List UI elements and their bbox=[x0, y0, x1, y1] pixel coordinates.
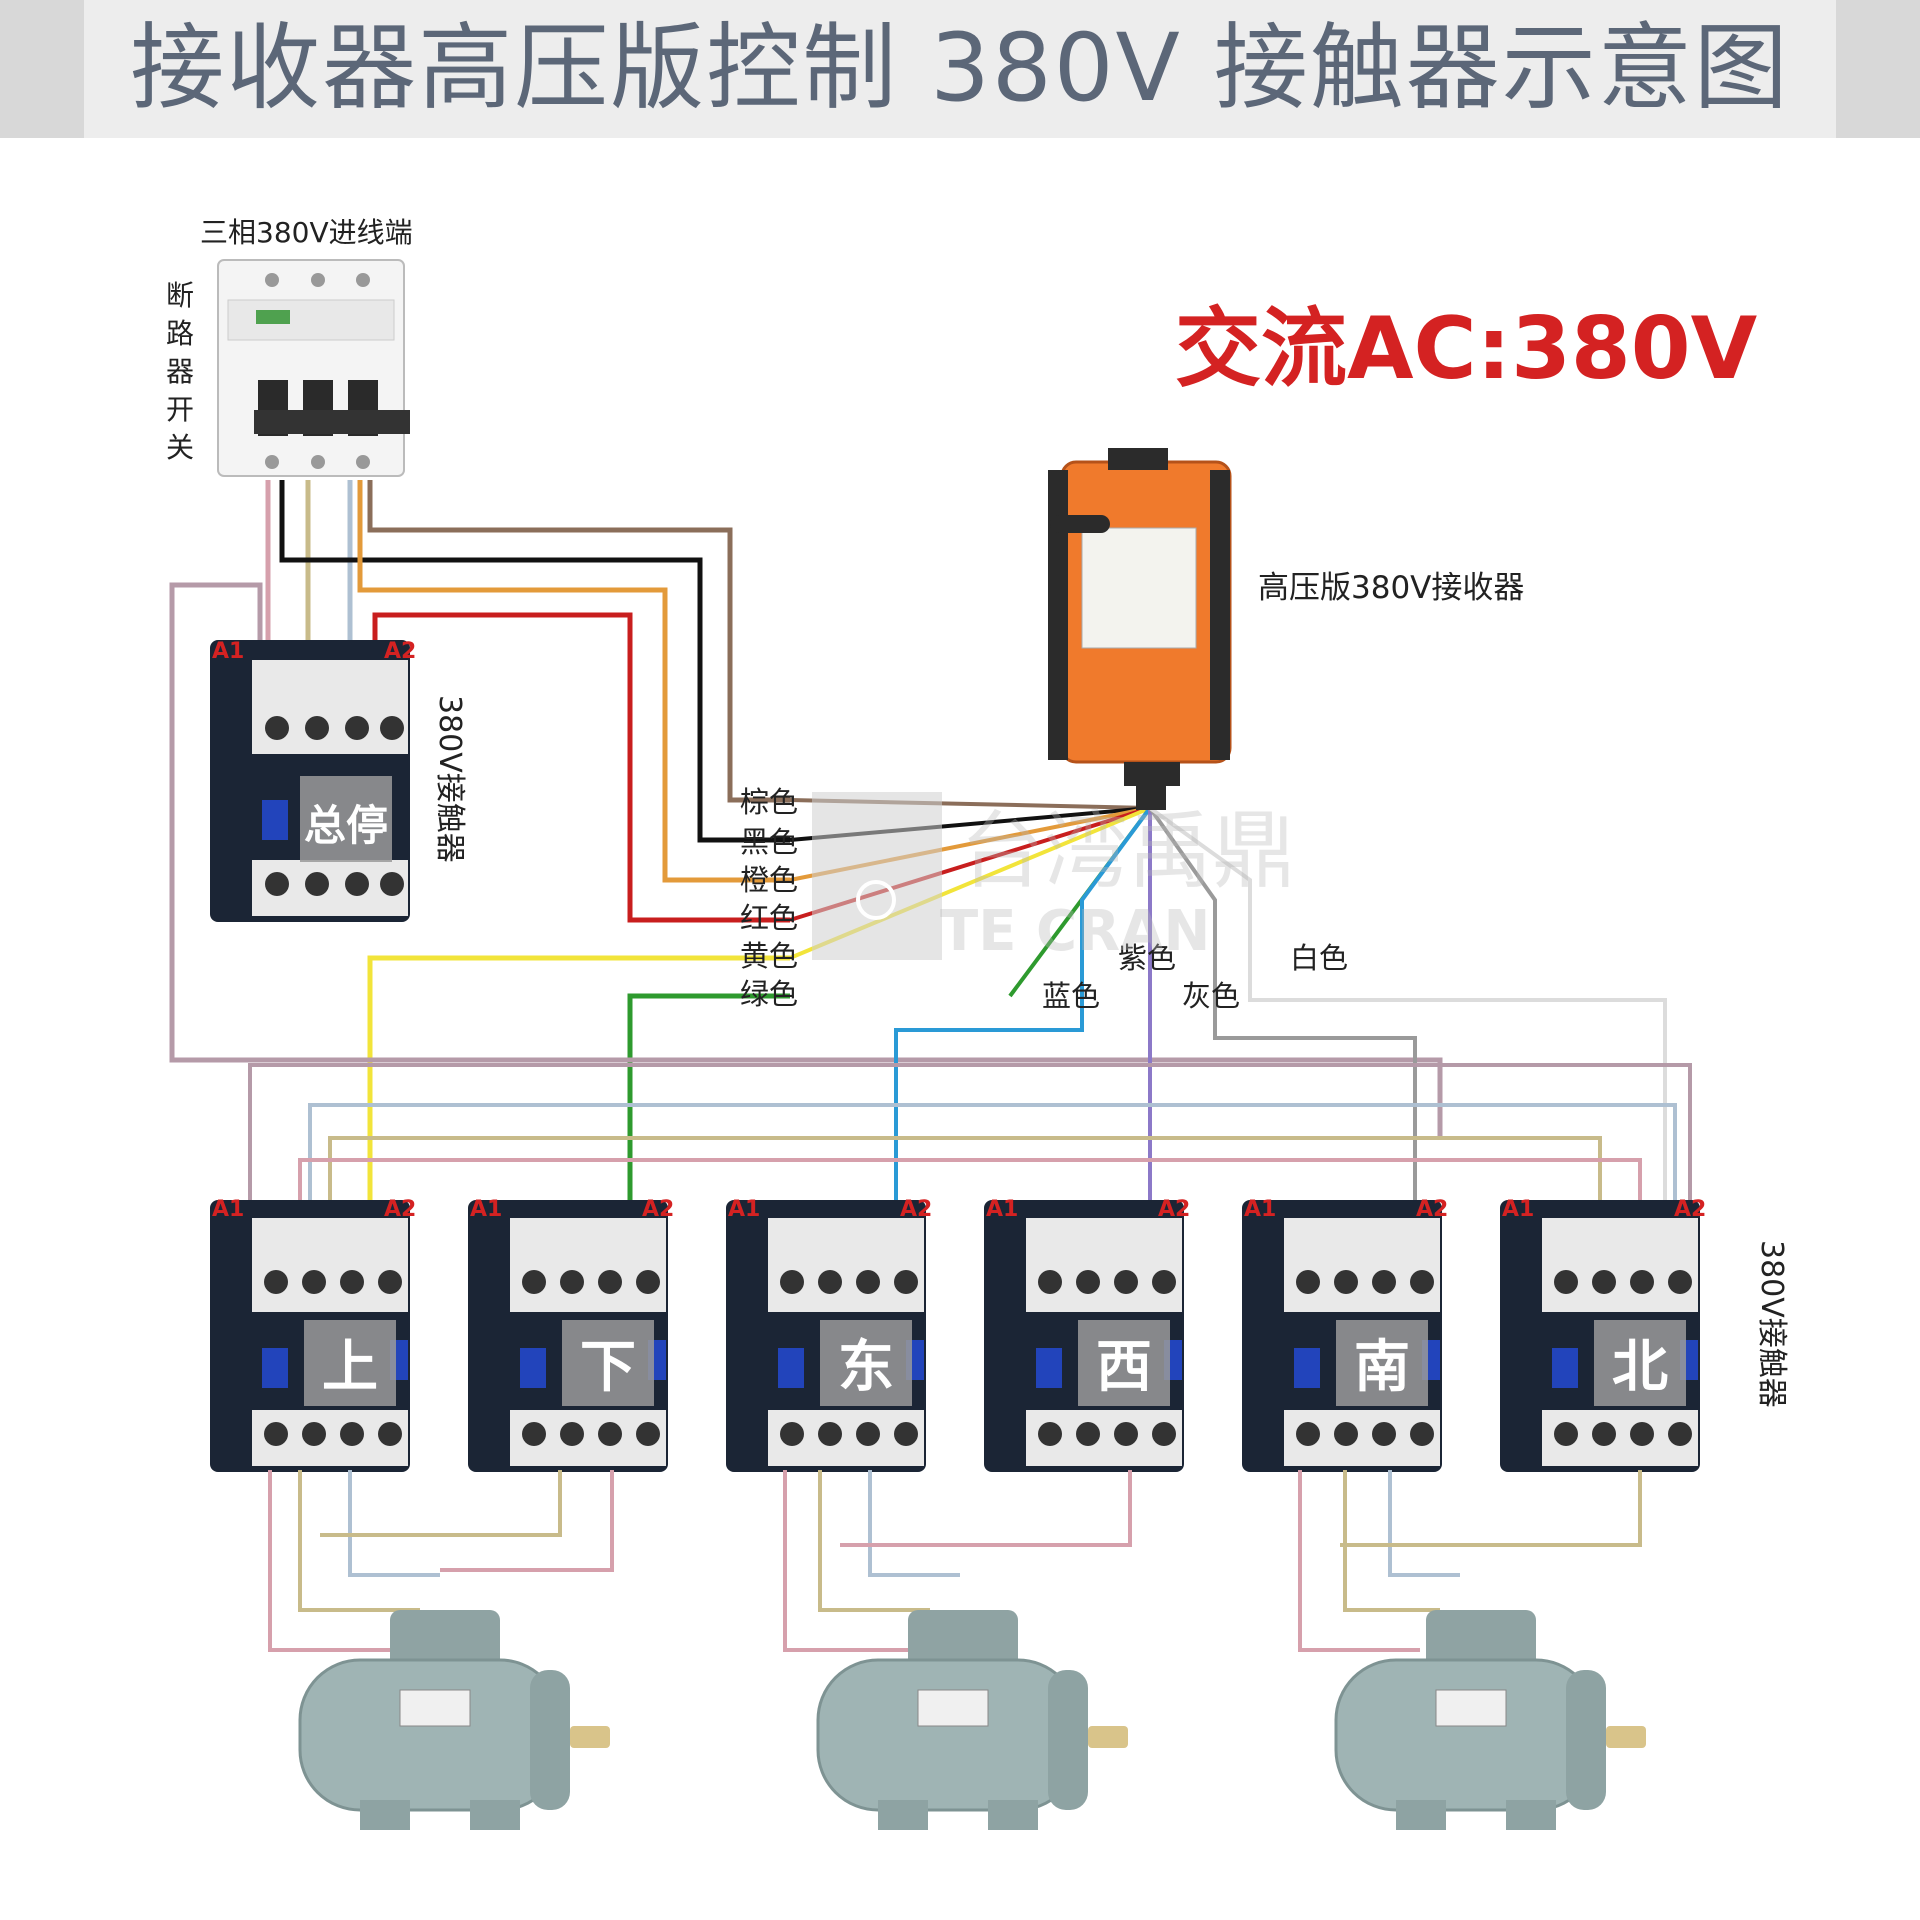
svg-text:台湾禹鼎: 台湾禹鼎 bbox=[960, 802, 1296, 900]
contactor-6: 北 A1 A2 bbox=[1500, 1197, 1706, 1472]
terminal-a1-label: A1 bbox=[212, 1197, 244, 1222]
contactor-2: 下 A1 A2 bbox=[468, 1197, 674, 1472]
svg-text:红色: 红色 bbox=[740, 901, 798, 935]
receiver-unit bbox=[1048, 448, 1232, 810]
motor-3 bbox=[1334, 1610, 1646, 1830]
terminal-a2-label: A2 bbox=[900, 1197, 932, 1222]
contactor-name: 西 bbox=[1096, 1335, 1152, 1400]
contactor-1: 上 A1 A2 bbox=[210, 1197, 416, 1472]
svg-text:黑色: 黑色 bbox=[740, 825, 798, 859]
terminal-a1-label: A1 bbox=[470, 1197, 502, 1222]
supply-wires bbox=[169, 480, 1443, 1205]
contactor-side-label-bottom: 380V接触器 bbox=[1754, 1240, 1789, 1408]
svg-text:器: 器 bbox=[166, 355, 194, 388]
motor-row bbox=[298, 1610, 1646, 1830]
svg-text:灰色: 灰色 bbox=[1182, 979, 1240, 1013]
contactor-4: 西 A1 A2 bbox=[984, 1197, 1190, 1472]
svg-text:紫色: 紫色 bbox=[1118, 941, 1176, 975]
svg-text:开: 开 bbox=[166, 393, 194, 426]
wire-color-labels-right: 紫色 白色 蓝色 灰色 bbox=[1042, 941, 1348, 1013]
svg-text:白色: 白色 bbox=[1290, 941, 1348, 975]
wire-color-labels-left: 棕色 黑色 橙色 红色 黄色 绿色 bbox=[740, 785, 798, 1011]
svg-text:蓝色: 蓝色 bbox=[1042, 979, 1100, 1013]
svg-text:路: 路 bbox=[166, 317, 194, 350]
contactor-bus-wires bbox=[248, 1063, 1692, 1200]
contactor-name: 下 bbox=[580, 1335, 636, 1400]
terminal-a1-label: A1 bbox=[728, 1197, 760, 1222]
svg-text:TE CRAN: TE CRAN bbox=[940, 899, 1210, 964]
svg-text:关: 关 bbox=[166, 431, 194, 464]
svg-text:A1: A1 bbox=[212, 639, 244, 664]
receiver-label: 高压版380V接收器 bbox=[1258, 570, 1524, 606]
svg-text:黄色: 黄色 bbox=[740, 939, 798, 973]
junction-box bbox=[812, 792, 942, 960]
master-contactor-name: 总停 bbox=[304, 801, 388, 850]
contactor-3: 东 A1 A2 bbox=[726, 1197, 932, 1472]
title-bar bbox=[0, 0, 1920, 138]
svg-text:断: 断 bbox=[166, 279, 194, 312]
contactor-5: 南 A1 A2 bbox=[1242, 1197, 1448, 1472]
terminal-a2-label: A2 bbox=[384, 1197, 416, 1222]
input-terminal-label: 三相380V进线端 bbox=[200, 216, 413, 249]
terminal-a2-label: A2 bbox=[1158, 1197, 1190, 1222]
motor-1 bbox=[298, 1610, 610, 1830]
watermark: 台湾禹鼎 TE CRAN bbox=[940, 802, 1296, 964]
svg-text:绿色: 绿色 bbox=[740, 977, 798, 1011]
terminal-a2-label: A2 bbox=[1674, 1197, 1706, 1222]
svg-text:A2: A2 bbox=[384, 639, 416, 664]
terminal-a1-label: A1 bbox=[1502, 1197, 1534, 1222]
contactor-name: 北 bbox=[1612, 1335, 1668, 1400]
contactor-side-label-top: 380V接触器 bbox=[432, 695, 467, 863]
ac-voltage-label: 交流AC:380V bbox=[1175, 299, 1758, 399]
contactor-row: 上 A1 A2 下 A1 A2 东 A1 A2 西 A1 A2 南 A1 A2 北 A1 A2 bbox=[210, 1197, 1706, 1472]
circuit-breaker bbox=[217, 259, 410, 477]
svg-text:橙色: 橙色 bbox=[740, 863, 798, 897]
contactor-name: 东 bbox=[838, 1335, 894, 1400]
terminal-a2-label: A2 bbox=[1416, 1197, 1448, 1222]
terminal-a2-label: A2 bbox=[642, 1197, 674, 1222]
svg-text:棕色: 棕色 bbox=[740, 785, 798, 819]
contactor-name: 南 bbox=[1354, 1335, 1410, 1400]
page-title: 接收器高压版控制 380V 接触器示意图 bbox=[130, 14, 1790, 123]
motor-2 bbox=[816, 1610, 1128, 1830]
motor-wires bbox=[268, 1470, 1642, 1652]
terminal-a1-label: A1 bbox=[1244, 1197, 1276, 1222]
title-panel bbox=[84, 0, 1836, 138]
breaker-label: 断 路 器 开 关 bbox=[166, 279, 194, 464]
terminal-a1-label: A1 bbox=[986, 1197, 1018, 1222]
contactor-name: 上 bbox=[322, 1335, 378, 1400]
master-contactor: 总停 A1 A2 bbox=[210, 639, 416, 922]
